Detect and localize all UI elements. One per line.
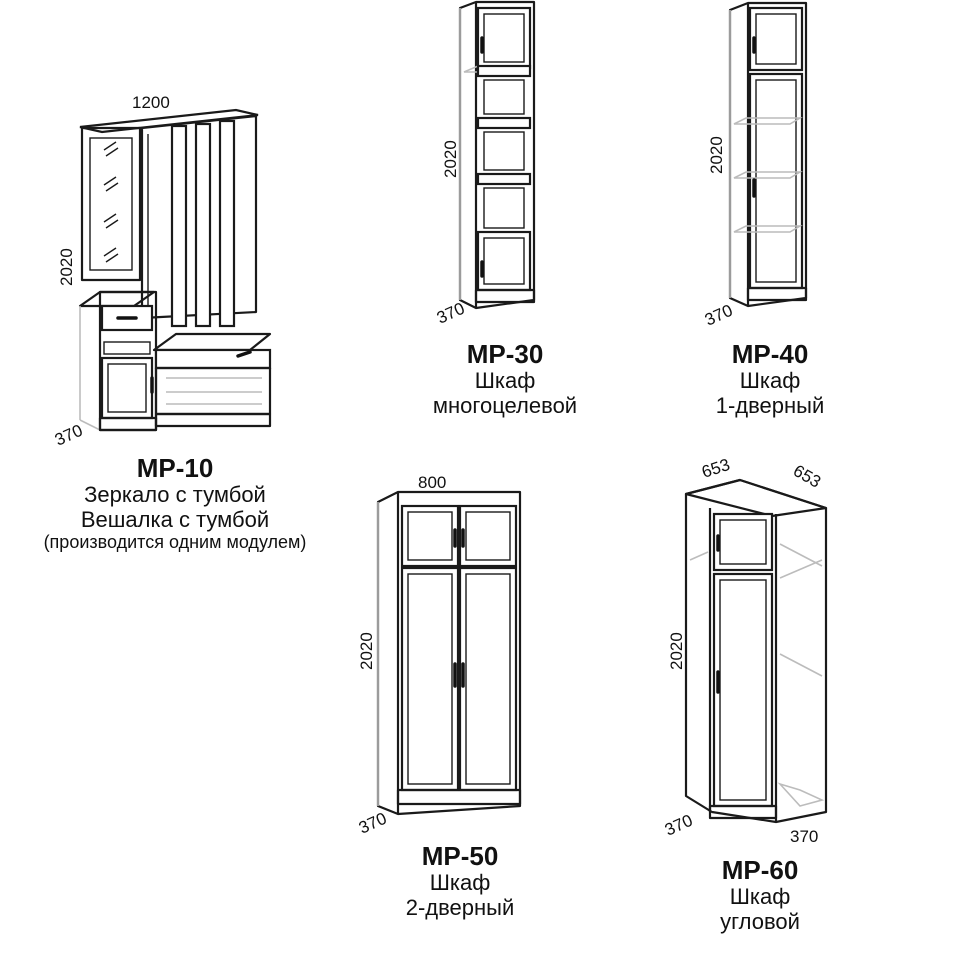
mp30-code: МР-30 — [466, 339, 544, 369]
mp60-top — [684, 478, 828, 518]
mp10-hanger-slats — [170, 119, 236, 328]
mp40-caption: МР-40 Шкаф 1-дверный — [680, 339, 860, 418]
mp50-dim-height: 2020 — [357, 632, 376, 670]
mp10-mirror-frame — [80, 126, 142, 282]
mp40-code: МР-40 — [731, 339, 809, 369]
mp10-dim-height: 2020 — [57, 248, 76, 286]
mp10-cabinet-door — [100, 356, 154, 420]
mp40-line-2: 1-дверный — [715, 392, 825, 418]
mp60-code: МР-60 — [721, 855, 799, 885]
mp10-hanger-panel — [140, 114, 258, 320]
mp10-line-2: Вешалка с тумбой — [80, 506, 270, 532]
mp10-bench-body — [154, 366, 272, 416]
mp10-drawing: 1200 2020 370 — [52, 93, 272, 450]
mp50-drawing: 800 2020 370 — [356, 473, 522, 838]
mp50-main-door-left — [400, 566, 460, 792]
mp60-dim-width-left: 653 — [699, 455, 732, 482]
mp30-line-1: Шкаф — [474, 368, 536, 394]
mp60-top-door — [712, 512, 774, 572]
mp10-note: (производится одним модулем) — [43, 532, 307, 553]
mp30-drawing: 2020 370 — [434, 0, 536, 328]
mp10-code: МР-10 — [136, 453, 214, 483]
mp50-dim-depth: 370 — [356, 809, 390, 838]
mp10-bench-seat — [152, 332, 272, 352]
mp40-top-door — [748, 6, 804, 72]
mp10-caption: МР-10 Зеркало с тумбой Вешалка с тумбой … — [0, 453, 350, 553]
mp30-caption: МР-30 Шкаф многоцелевой — [400, 339, 610, 418]
mp60-interior — [689, 543, 825, 807]
mp50-code: МР-50 — [421, 841, 499, 871]
mp30-dim-height: 2020 — [441, 140, 460, 178]
mp10-line-1: Зеркало с тумбой — [84, 482, 266, 508]
mp60-dim-height: 2020 — [667, 632, 686, 670]
mp60-dim-depth-left: 370 — [662, 811, 696, 840]
mp40-dim-depth: 370 — [702, 301, 736, 330]
mp60-main-door — [712, 572, 774, 808]
mp60-line-2: угловой — [720, 908, 800, 934]
mp40-drawing: 2020 370 — [702, 1, 808, 330]
mp50-top-door-right — [458, 504, 518, 568]
mp60-caption: МР-60 Шкаф угловой — [670, 855, 850, 934]
mp30-bottom-door — [476, 230, 532, 292]
mp40-main-door — [748, 72, 804, 290]
mp10-dim-depth: 370 — [52, 421, 86, 450]
mp10-mirror-glass — [89, 137, 133, 271]
mp60-dim-width-right: 653 — [790, 461, 824, 492]
mp50-line-2: 2-дверный — [405, 894, 515, 920]
mp10-mirror-reflection-icon — [103, 141, 119, 263]
mp50-dim-width: 800 — [418, 473, 446, 492]
mp10-dim-width: 1200 — [132, 93, 170, 112]
mp60-drawing: 653 653 2020 370 370 — [662, 455, 828, 846]
mp60-dim-depth-right: 370 — [790, 827, 818, 846]
mp30-dim-depth: 370 — [434, 299, 468, 328]
mp60-line-1: Шкаф — [729, 884, 791, 910]
mp40-shelves — [733, 117, 803, 233]
mp30-line-2: многоцелевой — [432, 392, 578, 418]
mp30-shelves — [463, 64, 532, 229]
mp50-top-door-left — [400, 504, 460, 568]
mp30-top-door — [476, 6, 532, 70]
mp50-main-door-right — [458, 566, 518, 792]
mp40-dim-height: 2020 — [707, 136, 726, 174]
mp50-line-1: Шкаф — [429, 870, 491, 896]
mp10-top-rail — [79, 108, 259, 134]
mp50-caption: МР-50 Шкаф 2-дверный — [370, 841, 550, 920]
mp40-line-1: Шкаф — [739, 368, 801, 394]
